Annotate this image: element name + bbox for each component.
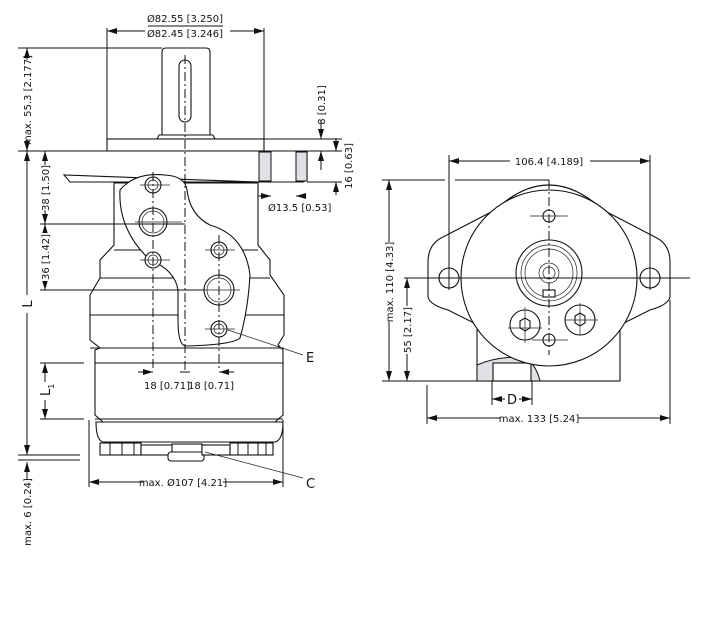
dim-bolt-spacing: 106.4 [4.189] (515, 157, 583, 168)
dim-bolt-hole-dia: Ø13.5 [0.53] (268, 202, 331, 214)
drain-label-d: D (507, 393, 517, 408)
dim-port-offset-1: 38 [1.50] (41, 165, 52, 211)
dim-pilot-dia-max: Ø82.55 [3.250] (147, 13, 223, 25)
dim-port-spacing-left: 18 [0.71] (144, 381, 190, 392)
front-view: 106.4 [4.189] max. 110 [4.33] 55 [2.17] … (382, 155, 690, 425)
dim-pilot-height: 8 [0.31] (317, 85, 328, 125)
side-view: Ø82.55 [3.250] Ø82.45 [3.246] max. 55.3 … (18, 13, 355, 546)
dim-pilot-dia-min: Ø82.45 [3.246] (147, 28, 223, 40)
dim-shaft-length: max. 55.3 [2.177] (23, 55, 34, 145)
bottom-bolts (95, 421, 284, 462)
dim-length-l: L (21, 300, 36, 308)
dimensions-side: Ø82.55 [3.250] Ø82.45 [3.246] max. 55.3 … (18, 13, 355, 546)
dim-length-l1: L1 (39, 384, 56, 396)
dim-port-offset-2: 36 [1.42] (41, 234, 52, 280)
dim-flange-thickness: 16 [0.63] (344, 143, 355, 189)
dimensions-front: 106.4 [4.189] max. 110 [4.33] 55 [2.17] … (382, 155, 671, 425)
motor-body (89, 174, 285, 462)
callout-e: E (306, 351, 314, 366)
callout-c: C (306, 477, 315, 492)
shaft (156, 47, 216, 140)
dim-body-dia: max. Ø107 [4.21] (139, 477, 227, 489)
dim-height-max: max. 110 [4.33] (385, 242, 396, 323)
dim-center-height: 55 [2.17] (403, 307, 414, 353)
dim-bottom-max: max. 6 [0.24] (23, 478, 34, 546)
dim-port-spacing-right: 18 [0.71] (188, 381, 234, 392)
dim-width-max: max. 133 [5.24] (499, 414, 580, 425)
